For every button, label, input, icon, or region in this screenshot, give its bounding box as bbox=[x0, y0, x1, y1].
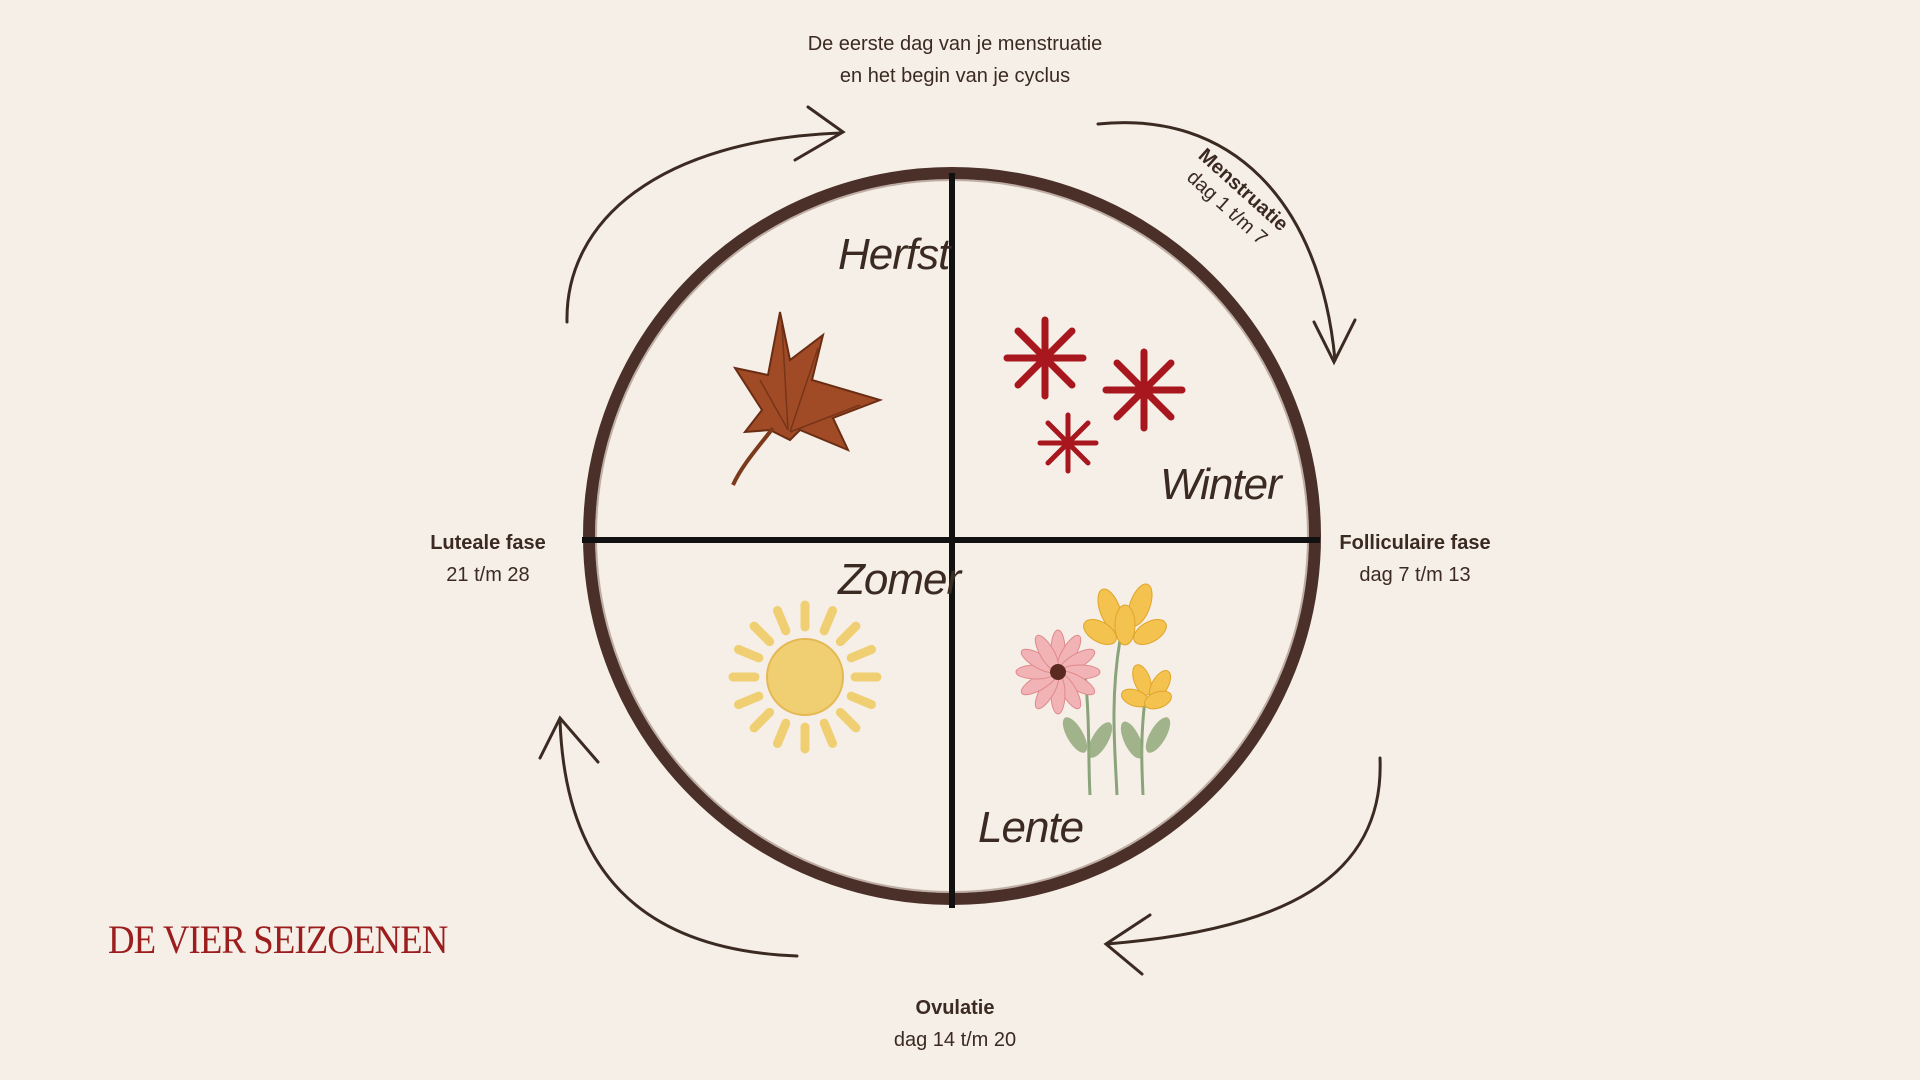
sun-ray bbox=[772, 605, 791, 636]
snowflake-icon bbox=[1003, 316, 1087, 400]
page-title: DE VIER SEIZOENEN bbox=[108, 917, 448, 962]
cycle-start-note: De eerste dag van je menstruatie en het … bbox=[780, 28, 1130, 92]
phase-folliculair: Folliculaire fase dag 7 t/m 13 bbox=[1330, 527, 1500, 591]
snowflake-icon bbox=[1037, 412, 1099, 474]
flowers-icon bbox=[1015, 583, 1172, 796]
sun-ray bbox=[835, 621, 861, 647]
phase-folliculair-name: Folliculaire fase bbox=[1339, 532, 1491, 554]
maple-leaf-icon bbox=[731, 311, 884, 486]
arrow-head-top-right-icon bbox=[1312, 318, 1357, 366]
season-herfst: Herfst bbox=[838, 230, 950, 279]
cycle-start-line-1: De eerste dag van je menstruatie bbox=[807, 33, 1103, 55]
arrow-top-right bbox=[1096, 121, 1337, 362]
phase-folliculair-days: dag 7 t/m 13 bbox=[1359, 564, 1471, 586]
phase-ovulatie-days: dag 14 t/m 20 bbox=[893, 1029, 1017, 1051]
arrow-head-top-left-icon bbox=[793, 105, 846, 162]
sun-ray bbox=[733, 691, 764, 710]
arrow-top-left bbox=[565, 131, 842, 324]
phase-luteaal: Luteale fase 21 t/m 28 bbox=[418, 527, 558, 591]
sun-ray bbox=[835, 707, 861, 733]
sun-ray bbox=[819, 605, 838, 636]
cycle-start-line-2: en het begin van je cyclus bbox=[839, 65, 1071, 87]
arrow-head-bottom-right-icon bbox=[1103, 913, 1152, 976]
arrow-bottom-left bbox=[558, 718, 799, 958]
sun-ray bbox=[772, 718, 791, 749]
phase-luteaal-days: 21 t/m 28 bbox=[446, 564, 530, 586]
season-zomer: Zomer bbox=[838, 555, 961, 604]
sun-ray bbox=[846, 691, 877, 710]
snowflake-icon bbox=[1102, 348, 1186, 432]
sun-ray bbox=[819, 718, 838, 749]
sun-ray bbox=[749, 707, 775, 733]
phase-luteaal-name: Luteale fase bbox=[430, 532, 546, 554]
arrow-head-bottom-left-icon bbox=[538, 715, 600, 764]
sun-icon bbox=[728, 600, 882, 754]
season-winter: Winter bbox=[1160, 460, 1282, 509]
sun-ray bbox=[733, 644, 764, 663]
snowflakes-icon bbox=[1003, 316, 1186, 474]
phase-ovulatie-name: Ovulatie bbox=[915, 997, 995, 1019]
cycle-arrows bbox=[538, 105, 1382, 976]
arrow-bottom-right bbox=[1105, 756, 1382, 946]
phase-ovulatie: Ovulatie dag 14 t/m 20 bbox=[880, 992, 1030, 1056]
sun-ray bbox=[846, 644, 877, 663]
sun-ray bbox=[749, 621, 775, 647]
season-lente: Lente bbox=[978, 803, 1084, 852]
